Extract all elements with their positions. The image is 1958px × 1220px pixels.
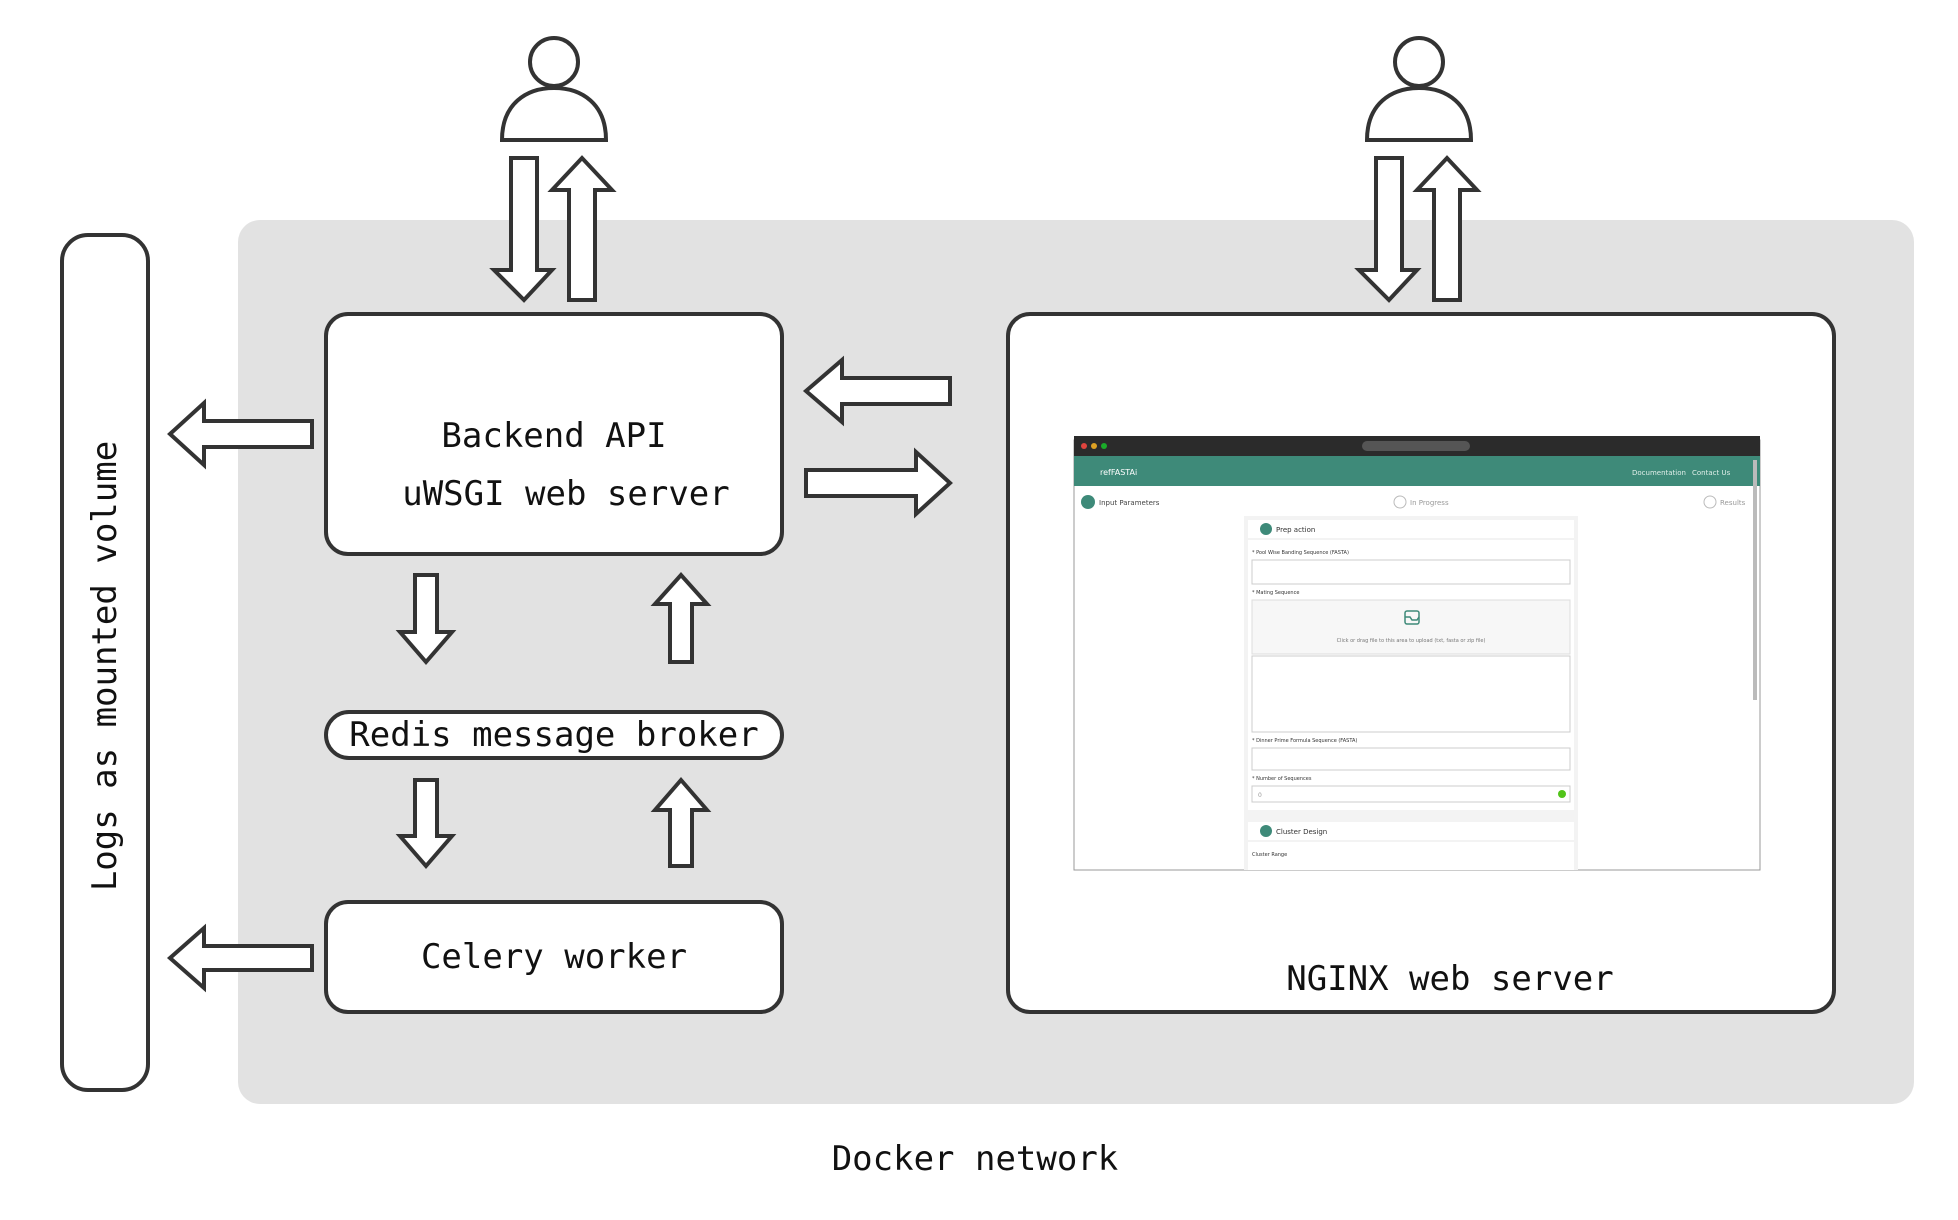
arrow-up-icon [650,572,712,664]
nginx-server-label: NGINX web server [1286,959,1614,999]
arrow-left-icon [166,923,314,993]
arrow-up-icon [1412,155,1482,302]
arrow-up-icon [547,155,617,302]
status-dot-icon [1558,790,1566,798]
section-2-header [1248,822,1574,840]
arrow-down-icon [395,778,457,870]
app-screenshot: refFASTAi Documentation Contact Us Input… [1073,436,1761,871]
section-1-title: Prep action [1276,526,1315,534]
section-2-marker [1260,825,1272,837]
section-1-marker [1260,523,1272,535]
step-3-label: Results [1720,499,1746,507]
sequence-textarea [1251,655,1571,733]
section-2-title: Cluster Design [1276,828,1327,836]
celery-worker-label: Celery worker [421,937,687,977]
backend-api-title: Backend API [441,416,666,456]
user-icon [499,36,609,142]
arrow-left-icon [802,355,952,427]
arrow-down-icon [395,573,457,666]
docker-network-label: Docker network [832,1139,1119,1179]
scrollbar-thumb [1753,460,1757,700]
step-3-marker [1703,495,1717,509]
field-1-input [1251,559,1571,585]
step-1-label: Input Parameters [1099,499,1160,507]
user-icon [1364,36,1474,142]
field-4-label: * Number of Sequences [1252,776,1312,782]
field-5-label: Cluster Range [1252,852,1287,858]
step-2-label: In Progress [1410,499,1449,507]
redis-broker-box [324,710,784,760]
arrow-down-icon [1354,156,1422,303]
upload-dropzone [1251,599,1571,655]
maximize-dot-icon [1101,443,1107,449]
step-1-marker [1081,495,1095,509]
inbox-icon [1404,610,1420,625]
field-1-label: * Pool Wise Banding Sequence (FASTA) [1252,550,1349,556]
header-link-documentation: Documentation [1632,469,1686,477]
logs-volume-box [60,233,150,1092]
arrow-left-icon [167,398,314,470]
form-body-2 [1248,842,1574,870]
arrow-up-icon [650,776,712,868]
field-2-label: * Mating Sequence [1252,590,1299,596]
field-3-label: * Dinner Prime Formula Sequence (FASTA) [1252,738,1357,744]
field-4-value: 0 [1258,792,1262,799]
section-1-header [1248,520,1574,538]
redis-broker-label: Redis message broker [349,715,758,755]
field-3-input [1251,747,1571,771]
app-title: refFASTAi [1100,468,1137,477]
backend-api-box [324,312,784,556]
app-header [1074,456,1760,486]
arrow-right-icon [804,447,953,519]
arrow-down-icon [489,156,557,303]
close-dot-icon [1081,443,1087,449]
celery-worker-box [324,900,784,1014]
step-2-marker [1393,495,1407,509]
address-bar [1362,441,1470,451]
logs-volume-label: Logs as mounted volume [85,441,125,891]
field-4-input [1251,785,1571,803]
upload-hint: Click or drag file to this area to uploa… [1337,638,1486,644]
backend-api-subtitle: uWSGI web server [402,474,730,514]
header-link-contact: Contact Us [1692,469,1731,477]
minimize-dot-icon [1091,443,1097,449]
